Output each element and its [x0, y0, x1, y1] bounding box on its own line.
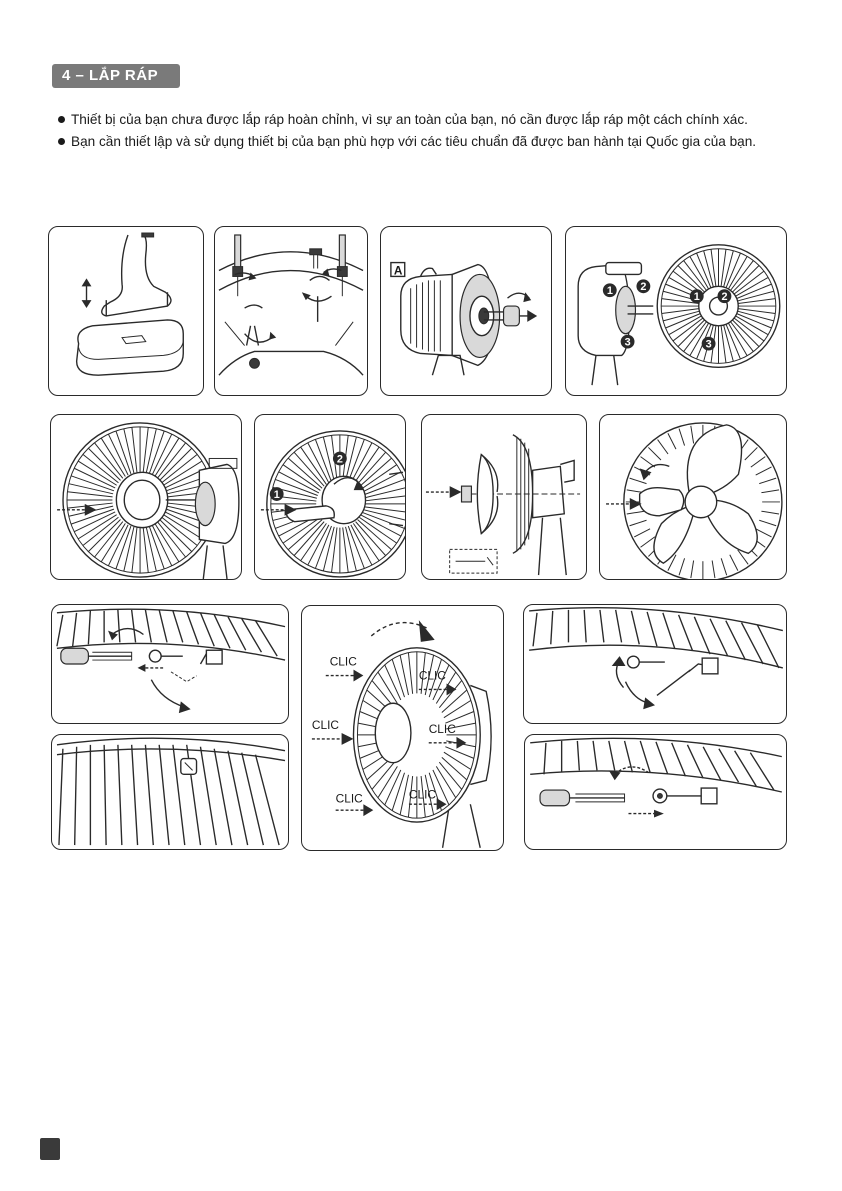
- num-3-grille: 3: [706, 339, 712, 351]
- grille-spoke: [83, 517, 119, 545]
- figure-blade-knob: [599, 414, 787, 580]
- section-title: 4 – LẮP RÁP: [52, 64, 180, 88]
- grille-spoke: [678, 266, 705, 293]
- clic-label-4: CLIC: [429, 722, 456, 736]
- grille-spoke: [88, 520, 120, 552]
- num-1-step: 1: [274, 489, 280, 501]
- grille-spoke: [83, 454, 119, 482]
- grille-spoke: [442, 690, 467, 712]
- grille-spoke: [756, 467, 772, 475]
- figure-base-screws: [214, 226, 368, 396]
- grille-spoke: [294, 452, 324, 486]
- clic-label-5: CLIC: [336, 791, 363, 805]
- figure-blade-insert: [421, 414, 587, 580]
- grille-spoke: [444, 700, 471, 717]
- figure-base-attach: [48, 226, 204, 396]
- grille-spoke: [288, 458, 322, 488]
- intro-text: Thiết bị của bạn chưa được lắp ráp hoàn …: [54, 110, 794, 154]
- grille-spoke: [634, 529, 650, 537]
- grille-spoke: [160, 520, 192, 552]
- grille-spoke: [358, 520, 392, 550]
- grille-spoke: [116, 431, 131, 474]
- figure-grille-mount: [50, 414, 242, 580]
- clic-label-3: CLIC: [312, 718, 339, 732]
- grille-spoke: [759, 520, 776, 525]
- grille-spoke: [679, 558, 684, 575]
- intro-bullet-1-text: Thiết bị của bạn chưa được lắp ráp hoàn …: [71, 112, 748, 127]
- grille-spoke: [408, 653, 412, 694]
- num-2-step: 2: [337, 453, 343, 465]
- grille-spoke: [732, 266, 759, 293]
- grille-spoke: [157, 522, 185, 558]
- grille-spoke: [668, 433, 676, 449]
- grille-spoke: [88, 448, 120, 480]
- grille-spoke: [385, 770, 401, 805]
- num-3: 3: [625, 337, 631, 349]
- grille-spoke: [761, 490, 779, 493]
- grille-spoke: [116, 526, 131, 569]
- grille-spoke: [658, 440, 668, 454]
- figure-clip-lock: [523, 604, 787, 724]
- grille-spoke: [94, 522, 122, 558]
- label-a: A: [394, 263, 403, 277]
- grille-spoke: [442, 757, 467, 779]
- grille-spoke: [162, 454, 198, 482]
- grille-spoke: [444, 752, 471, 769]
- bullet-dot: [58, 116, 65, 123]
- grille-spoke: [691, 426, 694, 444]
- intro-bullet-2: Bạn cần thiết lập và sử dụng thiết bị củ…: [54, 132, 794, 152]
- grille-spoke: [759, 478, 776, 483]
- grille-spoke: [678, 320, 705, 347]
- grille-spoke: [160, 448, 192, 480]
- grille-spoke: [630, 520, 647, 525]
- num-2: 2: [640, 281, 646, 293]
- grille-spoke: [648, 447, 661, 460]
- grille-spoke: [385, 665, 401, 700]
- figure-grille-nut: 1 2: [254, 414, 406, 580]
- grille-spoke: [721, 558, 726, 575]
- figure-clip-detail: [51, 734, 289, 850]
- figure-clip-tighten: [524, 734, 787, 850]
- grille-spoke: [94, 443, 122, 479]
- num-2-grille: 2: [721, 291, 727, 303]
- grille-spoke: [162, 517, 198, 545]
- grille-spoke: [732, 320, 759, 347]
- grille-spoke: [745, 447, 758, 460]
- grille-spoke: [712, 560, 715, 578]
- grille-spoke: [761, 511, 779, 514]
- grille-spoke: [288, 520, 322, 550]
- page-marker: [40, 1138, 60, 1160]
- grille-spoke: [445, 747, 474, 759]
- figure-clip-screw: [51, 604, 289, 724]
- bullet-dot: [58, 138, 65, 145]
- figure-rear-grille: 1 2 3 1 2 3: [565, 226, 787, 396]
- grille-spoke: [641, 537, 655, 547]
- grille-spoke: [71, 476, 114, 491]
- clic-label-1: CLIC: [330, 655, 357, 669]
- grille-spoke: [356, 452, 386, 486]
- grille-spoke: [149, 526, 164, 569]
- intro-bullet-2-text: Bạn cần thiết lập và sử dụng thiết bị củ…: [71, 134, 756, 149]
- grille-spoke: [627, 511, 645, 514]
- grille-spoke: [149, 431, 164, 474]
- clic-label-6: CLIC: [409, 787, 436, 801]
- intro-bullet-1: Thiết bị của bạn chưa được lắp ráp hoàn …: [54, 110, 794, 130]
- grille-spoke: [691, 560, 694, 578]
- grille-spoke: [730, 555, 738, 571]
- grille-spoke: [756, 529, 772, 537]
- figure-fan-click: CLIC CLIC CLIC CLIC CLIC CLIC: [301, 605, 504, 851]
- num-1-grille: 1: [694, 291, 700, 303]
- grille-spoke: [356, 522, 386, 556]
- grille-spoke: [679, 429, 684, 446]
- grille-spoke: [751, 457, 765, 467]
- clic-label-2: CLIC: [419, 668, 446, 682]
- num-1: 1: [607, 285, 613, 297]
- grille-spoke: [294, 522, 324, 556]
- grille-spoke: [358, 458, 392, 488]
- grille-spoke: [157, 443, 185, 479]
- figure-motor-back: A: [380, 226, 552, 396]
